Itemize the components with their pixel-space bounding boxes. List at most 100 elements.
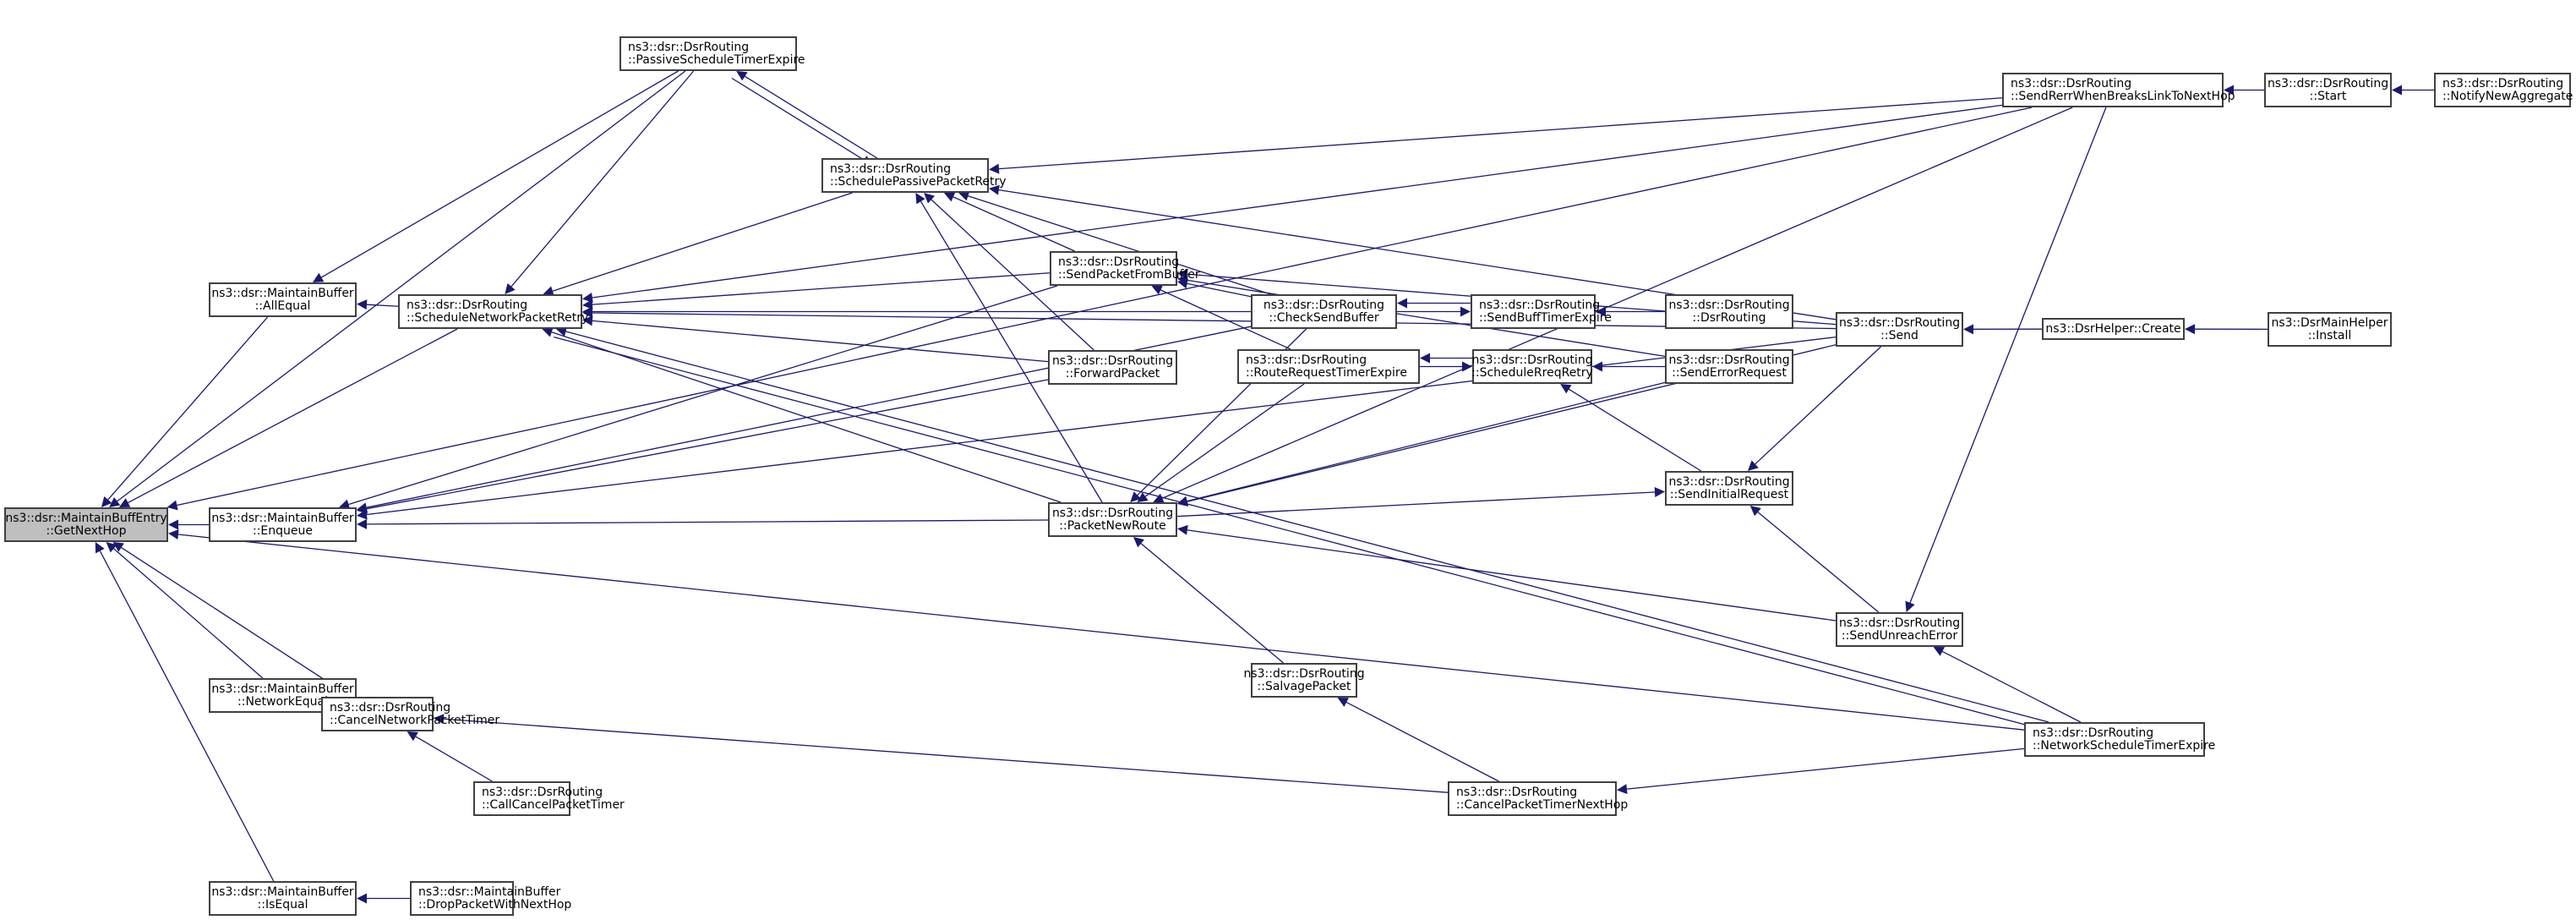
node-call-cancel-packet-timer[interactable]: ns3::dsr::DsrRouting ::CallCancelPacketT… [473,781,625,816]
node-label-line1: ns3::dsr::DsrRouting [1051,353,1174,368]
node-label-line1: ns3::dsr::MaintainBuffer [211,884,354,899]
call-edge [1569,388,1702,472]
node-label-line2: ::NotifyNewAggregate [2442,89,2573,103]
node-label-line2: ::SendBuffTimerExpire [1479,310,1612,325]
node-network-schedule-timer-expire[interactable]: ns3::dsr::DsrRouting ::NetworkScheduleTi… [2024,722,2215,757]
node-cancel-packet-timer-next-hop[interactable]: ns3::dsr::DsrRouting ::CancelPacketTimer… [1448,781,1628,816]
arrowhead-icon [505,282,516,294]
arrowhead-icon [1177,496,1189,507]
call-edge [510,70,695,288]
node-salvage-packet[interactable]: ns3::dsr::DsrRouting ::SalvagePacket [1243,663,1365,698]
arrowhead-icon [1560,384,1572,394]
node-label-line1: ns3::dsr::DsrRouting [830,162,952,176]
call-edge [1757,512,1880,613]
node-send[interactable]: ns3::dsr::DsrRouting ::Send [1836,312,1963,347]
node-label-line1: ns3::dsr::DsrRouting [330,700,451,715]
node-schedule-network-packet-retry[interactable]: ns3::dsr::DsrRouting ::ScheduleNetworkPa… [398,294,588,329]
node-label-line2: ::SendInitialRequest [1669,487,1789,501]
node-label-line1: ns3::dsr::MaintainBuffer [211,286,354,300]
node-send-unreach-error[interactable]: ns3::dsr::DsrRouting ::SendUnreachError [1836,612,1963,647]
node-send-packet-from-buffer[interactable]: ns3::dsr::DsrRouting ::SendPacketFromBuf… [1050,251,1200,286]
node-notify-new-aggregate[interactable]: ns3::dsr::DsrRouting ::NotifyNewAggregat… [2434,73,2573,107]
arrowhead-icon [95,542,105,554]
node-all-equal[interactable]: ns3::dsr::MaintainBuffer ::AllEqual [209,282,357,317]
node-label-line1: ns3::dsr::DsrRouting [2267,76,2389,90]
arrowhead-icon [357,502,368,513]
node-schedule-passive-packet-retry[interactable]: ns3::dsr::DsrRouting ::SchedulePassivePa… [821,158,1007,193]
arrowhead-icon [357,509,368,520]
node-enqueue[interactable]: ns3::dsr::MaintainBuffer ::Enqueue [209,507,357,542]
node-get-next-hop[interactable]: ns3::dsr::MaintainBuffEntry ::GetNextHop [4,507,168,542]
node-drop-packet-with-next-hop[interactable]: ns3::dsr::MaintainBuffer ::DropPacketWit… [410,881,571,916]
node-label-line1: ns3::DsrMainHelper [2271,315,2388,330]
arrowhead-icon [582,293,593,303]
node-label-line1: ns3::dsr::MaintainBuffer [418,884,561,899]
call-edge [920,200,1103,503]
node-packet-new-route[interactable]: ns3::dsr::DsrRouting ::PacketNewRoute [1048,502,1177,537]
node-send-buff-timer-expire[interactable]: ns3::dsr::DsrRouting ::SendBuffTimerExpi… [1471,294,1612,329]
arrowhead-icon [582,299,593,310]
node-label-line1: ns3::dsr::DsrRouting [1668,353,1790,367]
node-label-line2: ::Install [2307,328,2352,342]
node-label-line1: ns3::dsr::DsrRouting [1243,666,1365,681]
call-edge [321,70,679,278]
node-label-line2: ::NetworkScheduleTimerExpire [2033,738,2216,753]
node-label-line2: ::RouteRequestTimerExpire [1246,365,1407,380]
node-label-line2: ::GetNextHop [46,523,127,538]
arrowhead-icon [166,500,178,511]
arrowhead-icon [1963,324,1974,335]
arrowhead-icon [582,308,593,319]
call-edge [998,97,2003,170]
node-label-line1: ns3::dsr::DsrRouting [407,298,528,312]
call-edge [592,320,1049,363]
arrowhead-icon [1617,784,1628,795]
node-label-line2: ::Enqueue [252,523,313,538]
arrowhead-icon [109,496,121,507]
node-check-send-buffer[interactable]: ns3::dsr::DsrRouting ::CheckSendBuffer [1251,294,1397,329]
call-edge [592,312,1836,330]
arrowhead-icon [339,499,351,510]
call-edge [113,548,264,679]
node-label-line2: ::AllEqual [254,298,311,313]
node-dsr-routing-constructor[interactable]: ns3::dsr::DsrRouting ::DsrRouting [1665,294,1793,329]
node-schedule-rreq-retry[interactable]: ns3::dsr::DsrRouting ::ScheduleRreqRetry [1471,349,1593,384]
node-forward-packet[interactable]: ns3::dsr::DsrRouting ::ForwardPacket [1048,350,1177,385]
node-send-error-request[interactable]: ns3::dsr::DsrRouting ::SendErrorRequest [1665,349,1793,384]
node-passive-schedule-timer-expire[interactable]: ns3::dsr::DsrRouting ::PassiveScheduleTi… [619,36,805,71]
node-dsr-main-helper-install[interactable]: ns3::DsrMainHelper ::Install [2268,312,2392,347]
node-send-rerr-when-breaks-link-to-next-hop[interactable]: ns3::dsr::DsrRouting ::SendRerrWhenBreak… [2002,73,2235,107]
call-edge [1162,107,2073,499]
node-label-line1: ns3::DsrHelper::Create [2045,321,2181,336]
node-dsr-helper-create[interactable]: ns3::DsrHelper::Create [2042,318,2185,340]
arrowhead-icon [168,529,179,539]
node-start[interactable]: ns3::dsr::DsrRouting ::Start [2264,73,2392,107]
node-label-line1: ns3::dsr::MaintainBuffer [211,511,354,525]
arrowhead-icon [357,299,368,310]
node-label-line2: ::CancelPacketTimerNextHop [1456,797,1629,812]
node-label-line1: ns3::dsr::DsrRouting [1456,785,1578,799]
call-edge [1187,381,1666,502]
call-edge [1176,491,1656,518]
node-label-line1: ns3::dsr::DsrRouting [1263,298,1385,312]
arrowhead-icon [1592,361,1602,372]
arrowhead-icon [407,731,418,742]
node-is-equal[interactable]: ns3::dsr::MaintainBuffer ::IsEqual [209,881,357,916]
arrowhead-icon [1137,492,1149,502]
node-label-line1: ns3::dsr::DsrRouting [1668,474,1790,489]
node-label-line2: ::CallCancelPacketTimer [482,797,625,812]
arrowhead-icon [582,315,593,326]
call-edge [1626,748,2025,790]
call-edge [128,328,458,503]
arrowhead-icon [1749,506,1761,517]
node-route-request-timer-expire[interactable]: ns3::dsr::DsrRouting ::RouteRequestTimer… [1237,349,1420,384]
call-edge [415,736,493,782]
call-edge [348,285,1058,506]
node-send-initial-request[interactable]: ns3::dsr::DsrRouting ::SendInitialReques… [1665,471,1793,506]
call-edge [366,519,1049,525]
call-edge [551,331,1062,503]
arrowhead-icon [1905,600,1915,612]
node-cancel-network-packet-timer[interactable]: ns3::dsr::DsrRouting ::CancelNetworkPack… [321,697,499,731]
node-label-line1: ns3::dsr::DsrRouting [628,40,750,54]
call-edge [1345,701,1499,782]
